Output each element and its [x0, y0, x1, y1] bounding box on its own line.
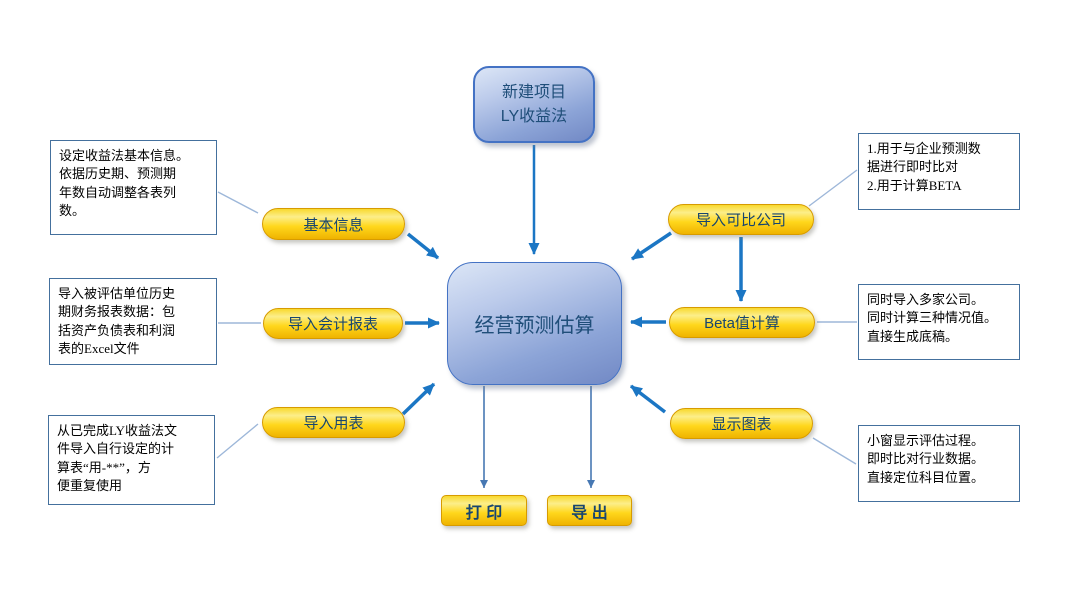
print-node: 打 印	[441, 495, 527, 526]
export-node-label: 导 出	[571, 504, 608, 522]
note-import-report: 导入被评估单位历史 期财务报表数据：包 括资产负债表和利润 表的Excel文件	[49, 278, 217, 365]
pill-basic-info-label: 基本信息	[303, 216, 364, 234]
callout-note-show-chart	[812, 437, 857, 465]
note-basic-info: 设定收益法基本信息。 依据历史期、预测期 年数自动调整各表列 数。	[50, 140, 217, 235]
pill-import-table-label: 导入用表	[303, 415, 364, 432]
pill-import-report-label: 导入会计报表	[287, 316, 378, 333]
edge-import-table-to-center	[401, 382, 436, 416]
note-import-comparable: 1.用于与企业预测数 据进行即时比对 2.用于计算BETA	[858, 133, 1020, 210]
pill-import-comparable: 导入可比公司	[668, 204, 814, 235]
pill-show-chart-label: 显示图表	[711, 416, 772, 433]
callout-note-import-table	[216, 423, 259, 459]
edge-show-chart-to-center	[629, 384, 667, 414]
node-new-project: 新建项目 LY收益法	[473, 66, 595, 143]
edge-comparable-to-center	[631, 231, 672, 261]
callout-note-basic-info	[217, 191, 259, 214]
pill-beta-calc: Beta值计算	[669, 307, 815, 338]
node-center-hub-label: 经营预测估算	[474, 315, 595, 337]
note-show-chart: 小窗显示评估过程。 即时比对行业数据。 直接定位科目位置。	[858, 425, 1020, 502]
pill-import-comparable-label: 导入可比公司	[695, 212, 786, 229]
pill-import-report: 导入会计报表	[263, 308, 403, 339]
edge-basic-info-to-center	[406, 232, 440, 260]
callout-note-comparable	[808, 169, 858, 207]
pill-show-chart: 显示图表	[670, 408, 813, 439]
pill-import-table: 导入用表	[262, 407, 405, 438]
note-beta-calc: 同时导入多家公司。 同时计算三种情况值。 直接生成底稿。	[858, 284, 1020, 360]
node-new-project-label: 新建项目 LY收益法	[500, 84, 568, 125]
node-center-hub: 经营预测估算	[447, 262, 622, 385]
print-node-label: 打 印	[465, 504, 503, 522]
pill-basic-info: 基本信息	[262, 208, 405, 240]
pill-beta-calc-label: Beta值计算	[704, 315, 780, 332]
note-import-table: 从已完成LY收益法文 件导入自行设定的计 算表“用-**”，方 便重复使用	[48, 415, 215, 505]
export-node: 导 出	[547, 495, 632, 526]
